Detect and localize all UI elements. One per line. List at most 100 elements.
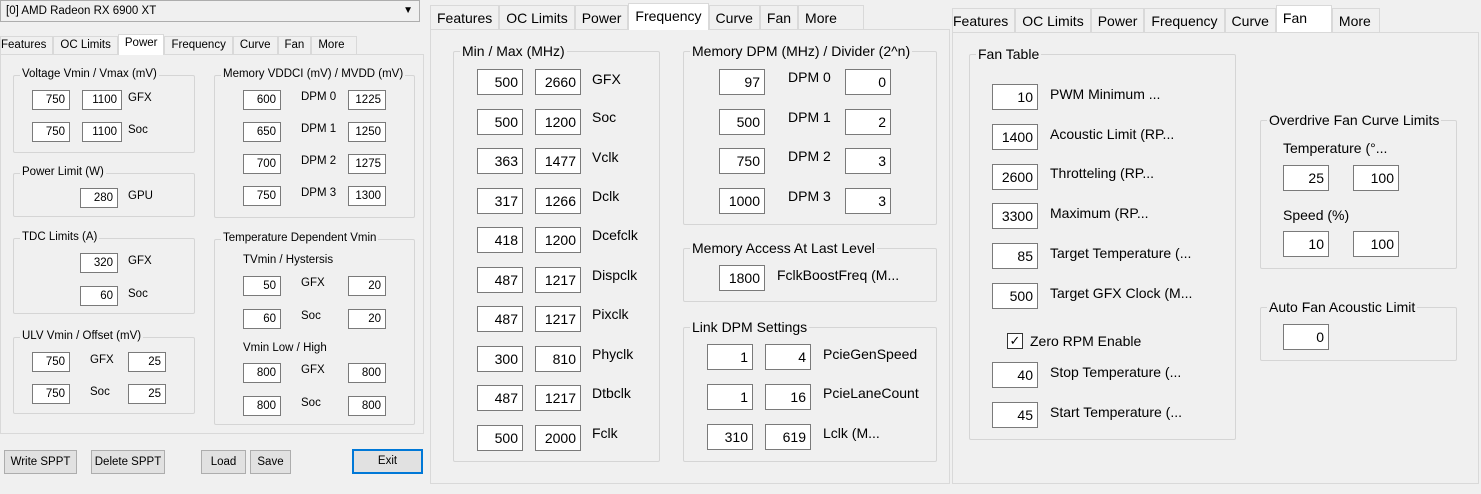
mem-dpm0-mvdd-input[interactable]: 1225 [348,90,386,110]
dcefclk-min-input[interactable]: 418 [477,227,523,253]
od-speed-min-input[interactable]: 10 [1283,231,1329,257]
tvmin-gfx-hyst-input[interactable]: 20 [348,276,386,296]
soc-max-input[interactable]: 1200 [535,109,581,135]
phyclk-max-input[interactable]: 810 [535,346,581,372]
tvmin-soc-input[interactable]: 60 [243,309,281,329]
tab-fan[interactable]: Fan [1275,5,1332,32]
ulv-gfx-vmin-input[interactable]: 750 [32,352,70,372]
save-button[interactable]: Save [250,450,291,474]
tab-power[interactable]: Power [574,5,629,29]
dcefclk-max-input[interactable]: 1200 [535,227,581,253]
target-gfx-clock-input[interactable]: 500 [992,283,1038,309]
voltage-soc-min-input[interactable]: 750 [32,122,70,142]
voltage-soc-max-input[interactable]: 1100 [82,122,122,142]
gfx-max-input[interactable]: 2660 [535,69,581,95]
tab-power[interactable]: Power [117,34,165,55]
tab-fan[interactable]: Fan [277,36,312,54]
auto-fan-acoustic-input[interactable]: 0 [1283,324,1329,350]
mem-dpm2-freq-input[interactable]: 750 [719,148,765,174]
throttling-input[interactable]: 2600 [992,164,1038,190]
load-button[interactable]: Load [201,450,246,474]
tab-oc-limits[interactable]: OC Limits [499,5,575,29]
dtbclk-min-input[interactable]: 487 [477,385,523,411]
od-temp-min-input[interactable]: 25 [1283,165,1329,191]
mem-dpm1-mvdd-input[interactable]: 1250 [348,122,386,142]
dtbclk-max-input[interactable]: 1217 [535,385,581,411]
pixclk-min-input[interactable]: 487 [477,306,523,332]
tab-power[interactable]: Power [1090,8,1145,32]
phyclk-min-input[interactable]: 300 [477,346,523,372]
lclk-a-input[interactable]: 310 [707,424,753,450]
fclk-max-input[interactable]: 2000 [535,425,581,451]
gfx-min-input[interactable]: 500 [477,69,523,95]
tab-features[interactable]: Features [430,5,500,29]
ulv-gfx-offset-input[interactable]: 25 [128,352,166,372]
mem-dpm3-mvdd-input[interactable]: 1300 [348,186,386,206]
tab-oc-limits[interactable]: OC Limits [53,36,118,54]
lclk-b-input[interactable]: 619 [765,424,811,450]
soc-min-input[interactable]: 500 [477,109,523,135]
mem-dpm1-freq-input[interactable]: 500 [719,109,765,135]
tab-oc-limits[interactable]: OC Limits [1015,8,1091,32]
acoustic-limit-input[interactable]: 1400 [992,124,1038,150]
target-temperature-input[interactable]: 85 [992,243,1038,269]
device-select[interactable]: [0] AMD Radeon RX 6900 XT ▼ [0,0,420,22]
mem-dpm3-div-input[interactable]: 3 [845,188,891,214]
voltage-gfx-max-input[interactable]: 1100 [82,90,122,110]
vmin-soc-low-input[interactable]: 800 [243,396,281,416]
tab-curve[interactable]: Curve [232,36,278,54]
mem-dpm0-div-input[interactable]: 0 [845,69,891,95]
delete-sppt-button[interactable]: Delete SPPT [91,450,165,474]
zero-rpm-checkbox[interactable]: ✓ [1007,333,1023,349]
fclk-min-input[interactable]: 500 [477,425,523,451]
tab-curve[interactable]: Curve [1224,8,1276,32]
stop-temperature-input[interactable]: 40 [992,362,1038,388]
pcie-lane-count-a-input[interactable]: 1 [707,384,753,410]
dispclk-min-input[interactable]: 487 [477,267,523,293]
dispclk-max-input[interactable]: 1217 [535,267,581,293]
pixclk-max-input[interactable]: 1217 [535,306,581,332]
tdc-gfx-input[interactable]: 320 [80,253,118,273]
tab-more[interactable]: More [798,5,865,29]
mem-dpm2-vddci-input[interactable]: 700 [243,154,281,174]
tab-frequency[interactable]: Frequency [164,36,233,54]
write-sppt-button[interactable]: Write SPPT [4,450,77,474]
tab-frequency[interactable]: Frequency [1144,8,1225,32]
pcie-gen-speed-b-input[interactable]: 4 [765,344,811,370]
pwm-minimum-input[interactable]: 10 [992,84,1038,110]
tvmin-gfx-input[interactable]: 50 [243,276,281,296]
pcie-lane-count-b-input[interactable]: 16 [765,384,811,410]
dclk-min-input[interactable]: 317 [477,188,523,214]
mem-dpm0-freq-input[interactable]: 97 [719,69,765,95]
tab-frequency[interactable]: Frequency [628,3,709,30]
vmin-gfx-low-input[interactable]: 800 [243,363,281,383]
tdc-soc-input[interactable]: 60 [80,286,118,306]
chevron-down-icon[interactable]: ▼ [403,5,413,16]
vmin-gfx-high-input[interactable]: 800 [348,363,386,383]
vclk-min-input[interactable]: 363 [477,148,523,174]
tab-fan[interactable]: Fan [759,5,799,29]
fclk-boost-freq-input[interactable]: 1800 [719,265,765,291]
maximum-input[interactable]: 3300 [992,203,1038,229]
pcie-gen-speed-a-input[interactable]: 1 [707,344,753,370]
voltage-gfx-min-input[interactable]: 750 [32,90,70,110]
vclk-max-input[interactable]: 1477 [535,148,581,174]
tab-more[interactable]: More [311,36,358,54]
exit-button[interactable]: Exit [352,449,423,474]
tab-curve[interactable]: Curve [708,5,760,29]
mem-dpm3-vddci-input[interactable]: 750 [243,186,281,206]
start-temperature-input[interactable]: 45 [992,402,1038,428]
ulv-soc-vmin-input[interactable]: 750 [32,384,70,404]
tab-features[interactable]: Features [0,36,54,54]
mem-dpm2-mvdd-input[interactable]: 1275 [348,154,386,174]
mem-dpm1-vddci-input[interactable]: 650 [243,122,281,142]
tab-more[interactable]: More [1331,8,1380,32]
dclk-max-input[interactable]: 1266 [535,188,581,214]
power-limit-input[interactable]: 280 [80,188,118,208]
od-temp-max-input[interactable]: 100 [1353,165,1399,191]
tvmin-soc-hyst-input[interactable]: 20 [348,309,386,329]
mem-dpm0-vddci-input[interactable]: 600 [243,90,281,110]
mem-dpm2-div-input[interactable]: 3 [845,148,891,174]
mem-dpm3-freq-input[interactable]: 1000 [719,188,765,214]
ulv-soc-offset-input[interactable]: 25 [128,384,166,404]
